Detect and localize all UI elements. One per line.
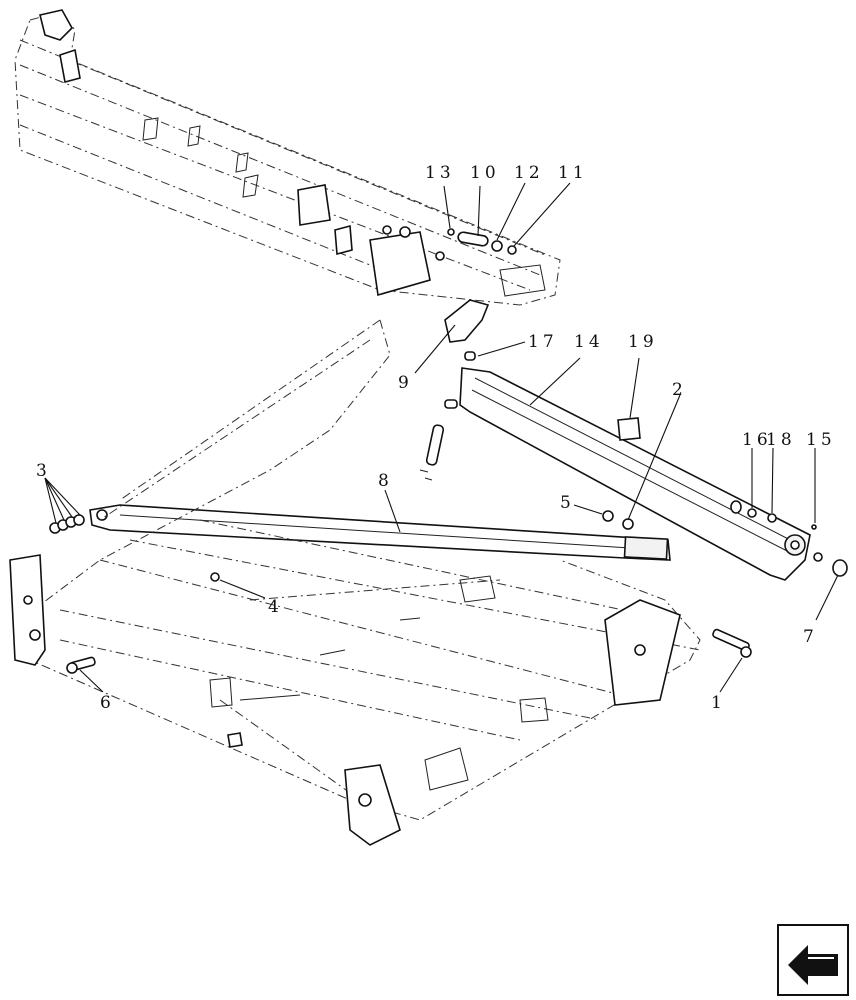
leader-lines: [44, 182, 839, 693]
main-arm: [459, 367, 811, 581]
nut-part-2: [622, 518, 634, 530]
callout-1: 1: [711, 693, 726, 713]
callout-13: 13: [425, 163, 455, 183]
arrow-nav-icon[interactable]: [777, 924, 849, 996]
bracket-part: [444, 299, 490, 343]
diagonal-brace: [89, 504, 671, 561]
hinge-pin-group: [447, 228, 517, 255]
upper-frame: [14, 9, 561, 306]
callout-18: 18: [766, 430, 796, 450]
callout-8: 8: [378, 471, 393, 491]
callout-14: 14: [574, 332, 604, 352]
callout-9: 9: [398, 373, 413, 393]
callout-3: 3: [36, 461, 51, 481]
callout-12: 12: [514, 163, 544, 183]
pivot-pins: [419, 351, 476, 481]
callout-6: 6: [100, 693, 115, 713]
washer-stack: [49, 514, 85, 534]
callout-5: 5: [560, 493, 575, 513]
bolt-1: [712, 628, 752, 658]
right-hardware: [730, 500, 848, 577]
decal: [617, 417, 641, 441]
nut-part: [602, 510, 614, 522]
callout-15: 15: [806, 430, 836, 450]
callout-10: 10: [470, 163, 500, 183]
bolt-6: [66, 656, 96, 674]
callout-16: 16: [742, 430, 772, 450]
callout-7: 7: [803, 627, 818, 647]
callout-11: 11: [558, 163, 588, 183]
callout-17: 17: [528, 332, 558, 352]
callout-2: 2: [672, 380, 687, 400]
callout-19: 19: [628, 332, 658, 352]
callout-4: 4: [268, 597, 283, 617]
lower-frame: [9, 319, 701, 846]
